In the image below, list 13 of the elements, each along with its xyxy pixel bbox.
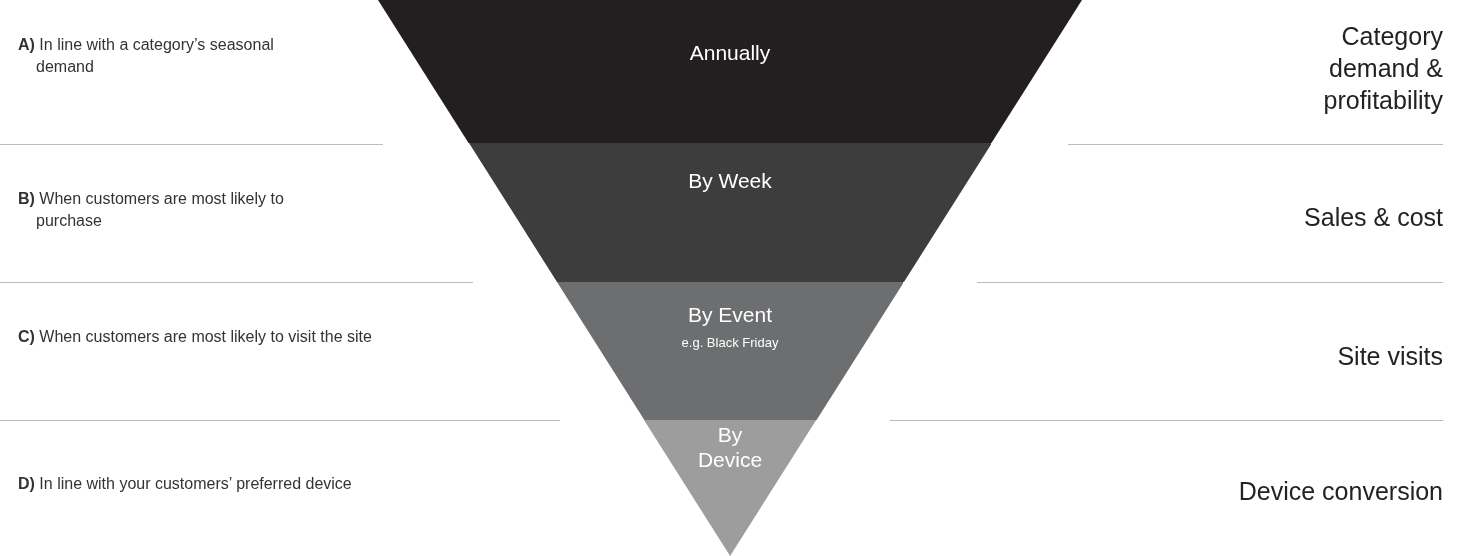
band-label: By Week bbox=[688, 168, 772, 193]
outcome-heading: Site visits bbox=[1336, 341, 1443, 372]
description-text: C) When customers are most likely to visit the site bbox=[18, 327, 373, 347]
description-text: D) In line with your customers’ preferred device bbox=[18, 474, 353, 494]
band-label: By Device bbox=[696, 422, 764, 472]
description-text: B) When customers are most likely to purchase bbox=[18, 189, 285, 231]
outcome-heading: Device conversion bbox=[1237, 476, 1443, 507]
band-label: By Event bbox=[687, 302, 772, 327]
band-label: Annually bbox=[689, 40, 771, 65]
outcome-heading: Category demand & profitability bbox=[1322, 21, 1443, 116]
band-note: e.g. Black Friday bbox=[681, 335, 779, 350]
outcome-heading: Sales & cost bbox=[1303, 202, 1443, 233]
description-text: A) In line with a category’s seasonal demand bbox=[18, 35, 275, 77]
